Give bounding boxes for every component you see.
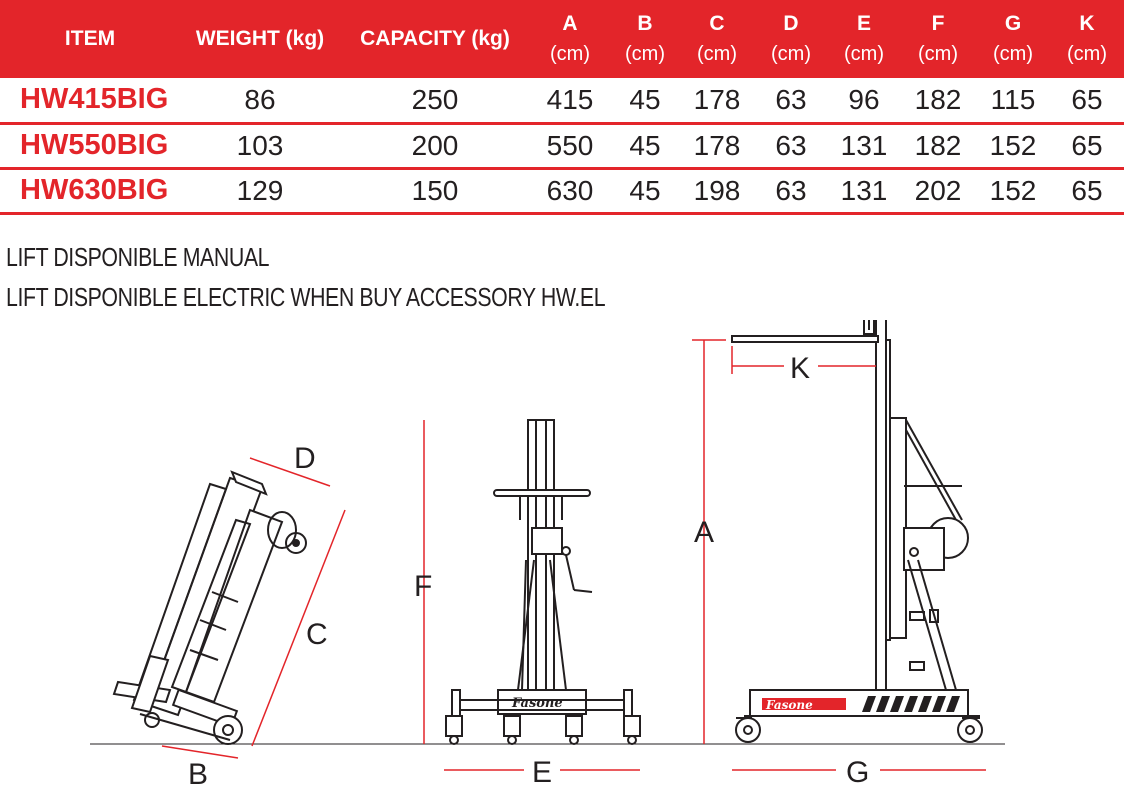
header-f: F(cm) (918, 12, 958, 65)
dim-label-c: C (306, 618, 328, 651)
item-code: HW630BIG (0, 168, 180, 215)
dim-d-cell: 63 (754, 123, 828, 170)
dim-g-cell: 115 (976, 78, 1050, 125)
note-manual: LIFT DISPONIBLE MANUAL (6, 242, 270, 272)
dim-c-cell: 178 (680, 78, 754, 125)
dim-label-d: D (294, 442, 316, 475)
header-b: B(cm) (625, 12, 665, 65)
table-row: HW415BIG 86 250 415 45 178 63 96 182 115… (0, 78, 1124, 125)
weight-cell: 129 (180, 168, 340, 215)
dim-f-cell: 182 (900, 123, 976, 170)
dim-d-cell: 63 (754, 78, 828, 125)
folded-lift-drawing (112, 470, 307, 745)
dim-k-cell: 65 (1050, 168, 1124, 215)
dim-g-cell: 152 (976, 168, 1050, 215)
dim-e-cell: 131 (828, 123, 900, 170)
dim-k-cell: 65 (1050, 78, 1124, 125)
table-header-row: ITEM WEIGHT (kg) CAPACITY (kg) A(cm) B(c… (0, 0, 1124, 78)
dim-b-cell: 45 (610, 78, 680, 125)
side-logo-bar (762, 698, 846, 710)
header-a: A(cm) (550, 12, 590, 65)
dimension-line-d (249, 457, 331, 487)
dimension-line-c (251, 509, 346, 747)
dim-c-cell: 178 (680, 123, 754, 170)
dim-f-cell: 182 (900, 78, 976, 125)
lift-dimension-diagram: D C B Fasone (90, 320, 1005, 791)
dim-d-cell: 63 (754, 168, 828, 215)
note-electric: LIFT DISPONIBLE ELECTRIC WHEN BUY ACCESS… (6, 282, 606, 312)
header-g: G(cm) (993, 12, 1033, 65)
header-weight: WEIGHT (kg) (195, 26, 325, 50)
front-view-drawing (445, 419, 641, 745)
dim-label-a: A (694, 516, 714, 549)
dim-b-cell: 45 (610, 168, 680, 215)
header-k: K(cm) (1067, 12, 1107, 65)
spec-table: ITEM WEIGHT (kg) CAPACITY (kg) A(cm) B(c… (0, 0, 1124, 215)
dim-f-cell: 202 (900, 168, 976, 215)
weight-cell: 103 (180, 123, 340, 170)
capacity-cell: 150 (340, 168, 530, 215)
header-e: E(cm) (844, 12, 884, 65)
dim-e-cell: 131 (828, 168, 900, 215)
side-logo-text: Fasone (765, 698, 813, 712)
dim-a-cell: 630 (530, 168, 610, 215)
table-row: HW550BIG 103 200 550 45 178 63 131 182 1… (0, 123, 1124, 170)
dim-label-f: F (414, 570, 432, 603)
dim-a-cell: 550 (530, 123, 610, 170)
dim-label-g: G (846, 756, 869, 789)
front-logo-text: Fasone (511, 696, 563, 711)
hazard-stripes (862, 696, 960, 712)
header-capacity: CAPACITY (kg) (360, 26, 510, 50)
weight-cell: 86 (180, 78, 340, 125)
header-item: ITEM (64, 26, 116, 50)
item-code: HW415BIG (0, 78, 180, 125)
header-c: C(cm) (697, 12, 737, 65)
dimension-line-b (161, 745, 239, 759)
header-d: D(cm) (771, 12, 811, 65)
dim-label-k: K (790, 352, 810, 385)
capacity-cell: 200 (340, 123, 530, 170)
dim-e-cell: 96 (828, 78, 900, 125)
dim-g-cell: 152 (976, 123, 1050, 170)
dim-c-cell: 198 (680, 168, 754, 215)
dim-a-cell: 415 (530, 78, 610, 125)
dim-b-cell: 45 (610, 123, 680, 170)
side-view-drawing (731, 320, 983, 743)
item-code: HW550BIG (0, 123, 180, 170)
dim-label-e: E (532, 756, 552, 789)
dim-label-b: B (188, 758, 208, 791)
dim-k-cell: 65 (1050, 123, 1124, 170)
table-row: HW630BIG 129 150 630 45 198 63 131 202 1… (0, 168, 1124, 215)
capacity-cell: 250 (340, 78, 530, 125)
